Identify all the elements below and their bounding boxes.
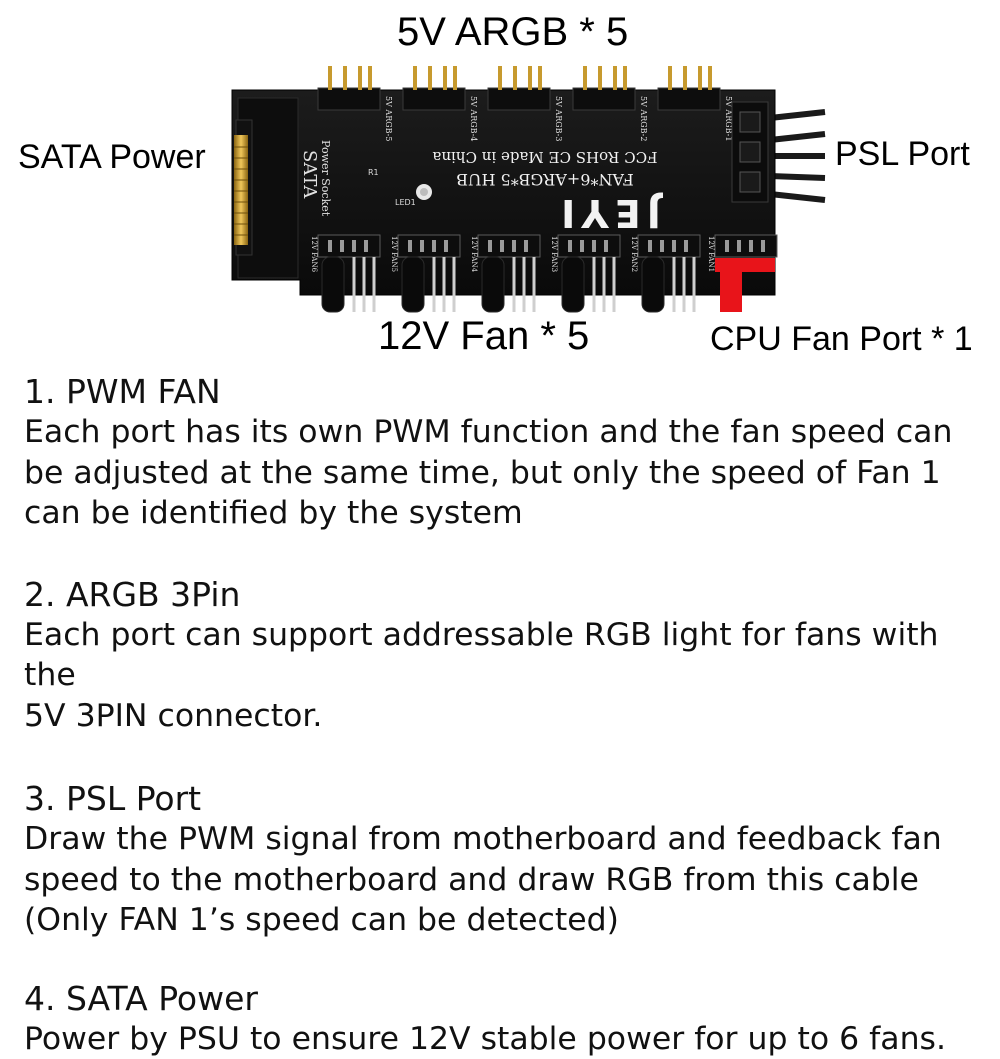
silk-sata: SATA xyxy=(299,150,320,199)
feature-item-argb: 2. ARGB 3Pin Each port can support addre… xyxy=(24,575,989,737)
feature-heading: 4. SATA Power xyxy=(24,979,989,1019)
feature-heading: 1. PWM FAN xyxy=(24,372,989,412)
feature-line: Each port has its own PWM function and t… xyxy=(24,412,989,453)
feature-line: speed to the motherboard and draw RGB fr… xyxy=(24,860,989,901)
feature-heading: 2. ARGB 3Pin xyxy=(24,575,989,615)
feature-item-pwm: 1. PWM FAN Each port has its own PWM fun… xyxy=(24,372,989,534)
psl-cable xyxy=(770,112,825,200)
led-label: LED1 xyxy=(395,198,416,207)
fan-header-label: 12V FAN2 xyxy=(630,236,638,272)
cert-marking: FCC RoHS CE Made in China xyxy=(432,148,657,166)
feature-list: 1. PWM FAN Each port has its own PWM fun… xyxy=(24,372,989,1059)
feature-line: 5V 3PIN connector. xyxy=(24,696,989,737)
led xyxy=(416,184,432,200)
feature-line: Draw the PWM signal from motherboard and… xyxy=(24,819,989,860)
feature-line: Each port can support addressable RGB li… xyxy=(24,615,989,696)
fan-header-label: 12V FAN5 xyxy=(390,236,398,272)
argb-header-label: 5V ARGB-3 xyxy=(554,96,563,141)
argb-header-label: 5V ARGB-5 xyxy=(384,96,393,141)
argb-header-label: 5V ARGB-4 xyxy=(469,96,478,141)
model-marking: FAN*6+ARGB*5 HUB xyxy=(456,170,633,189)
fan-header-label: 12V FAN1 xyxy=(707,236,715,272)
argb-header-label: 5V ARGB-2 xyxy=(639,96,648,141)
sata-connector xyxy=(234,98,298,278)
fan-header-label: 12V FAN4 xyxy=(470,236,478,273)
resistor-label: R1 xyxy=(368,168,379,177)
psl-header xyxy=(732,102,768,202)
brand-logo: JEYI xyxy=(555,191,664,235)
feature-line: (Only FAN 1’s speed can be detected) xyxy=(24,900,989,941)
fan-header-label: 12V FAN3 xyxy=(550,236,558,272)
feature-line: can be identified by the system xyxy=(24,493,989,534)
fan-header-label: 12V FAN6 xyxy=(310,236,318,273)
feature-heading: 3. PSL Port xyxy=(24,779,989,819)
feature-item-psl: 3. PSL Port Draw the PWM signal from mot… xyxy=(24,779,989,941)
feature-line: be adjusted at the same time, but only t… xyxy=(24,453,989,494)
feature-line: Power by PSU to ensure 12V stable power … xyxy=(24,1019,989,1059)
feature-item-sata: 4. SATA Power Power by PSU to ensure 12V… xyxy=(24,979,989,1059)
